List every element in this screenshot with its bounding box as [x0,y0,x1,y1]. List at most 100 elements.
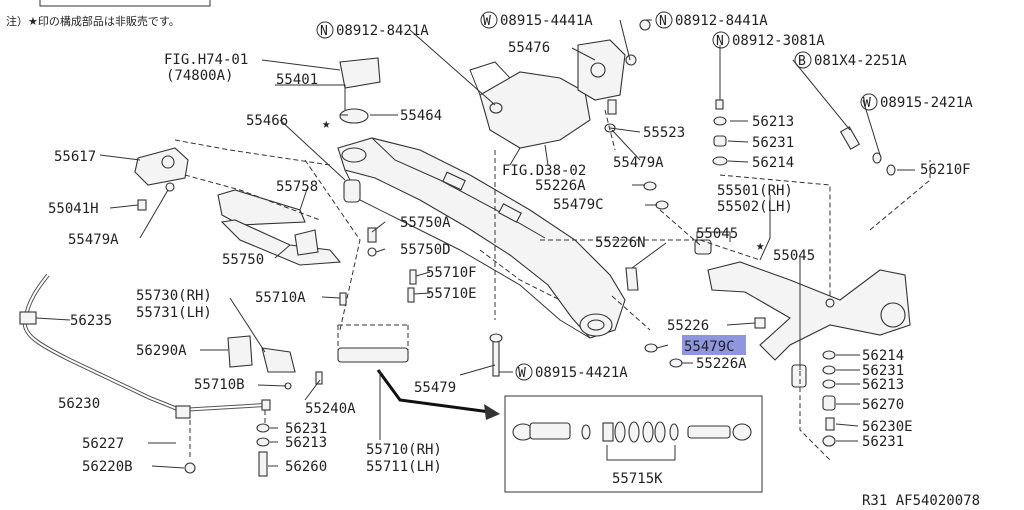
svg-text:N: N [659,14,667,29]
detail-box [504,395,763,493]
label-55479C-highlight: 55479C [684,339,735,355]
link-bracket [294,229,319,256]
label-55401: 55401 [276,72,318,88]
label-08915-4421A: 08915-4421A [535,365,628,381]
leader-lines [35,19,915,469]
label-56231-c: 56231 [285,421,327,437]
label-56213-b: 56213 [862,377,904,393]
label-55479: 55479 [414,380,456,396]
detail-arrow [376,369,491,414]
label-55479A-left: 55479A [68,232,119,248]
rod-55710 [337,347,409,363]
label-56231-d: 56231 [862,434,904,450]
label-fig-h74-sub: (74800A) [166,68,233,84]
note-text: 注）★印の構成部品は非販売です。 [6,14,180,28]
label-56214-a: 56214 [752,155,794,171]
prefix-circles: N W N N B W W [316,11,878,381]
star-55501: ★ [756,238,765,254]
label-55226: 55226 [667,318,709,334]
label-55041H: 55041H [48,201,99,217]
label-56270: 56270 [862,397,904,413]
mount-55617 [134,147,189,186]
label-fig-h74: FIG.H74-01 [164,52,248,68]
svg-text:B: B [798,54,806,69]
label-55226N: 55226N [595,235,646,251]
label-08912-8441A: 08912-8441A [675,13,768,29]
upper-arm-55501 [707,261,911,361]
label-55750D: 55750D [400,242,451,258]
bushing-55464 [339,108,369,124]
header-bracket [39,0,211,7]
label-55730: 55730(RH) [136,288,212,304]
label-55464: 55464 [400,108,442,124]
label-55523: 55523 [643,125,685,141]
label-08912-3081A: 08912-3081A [732,33,825,49]
label-55240A: 55240A [305,401,356,417]
label-55479C-top: 55479C [553,197,604,213]
detail-parts [512,421,752,461]
washer-55479A [165,182,175,192]
mount-55476 [577,39,626,101]
bolt-55226 [754,317,766,329]
label-56220B: 56220B [82,459,133,475]
clamp-56220B [184,462,196,474]
star-55401: ★ [322,116,331,132]
label-56231-b: 56231 [862,363,904,379]
bracket-55730 [261,347,296,373]
label-55711: 55711(LH) [366,459,442,475]
bushing-55045b [791,364,807,388]
label-55502: 55502(LH) [717,199,793,215]
label-55758: 55758 [276,179,318,195]
label-56235: 56235 [70,313,112,329]
bolt-55226N [625,267,639,291]
label-56213-a: 56213 [752,114,794,130]
link-55750 [220,219,342,266]
label-08912-8421A: 08912-8421A [336,23,429,39]
label-56290A: 56290A [136,343,187,359]
label-55710: 55710(RH) [366,442,442,458]
bolt-55041H [137,199,147,211]
label-56231-a: 56231 [752,135,794,151]
label-56210F: 56210F [920,162,971,178]
svg-text:W: W [518,366,526,381]
label-55479A-top: 55479A [613,155,664,171]
footer-code: R31 AF54020078 [862,493,980,509]
bushing-56235 [19,311,37,325]
label-55226A-top: 55226A [535,178,586,194]
lower-hardware [256,227,417,477]
label-55617: 55617 [54,149,96,165]
label-55710B: 55710B [194,377,245,393]
label-56214-b: 56214 [862,348,904,364]
label-55466: 55466 [246,113,288,129]
label-56230: 56230 [58,396,100,412]
label-55501: 55501(RH) [717,183,793,199]
label-08915-2421A: 08915-2421A [880,95,973,111]
label-56227: 56227 [82,436,124,452]
right-hardware [489,19,896,447]
svg-text:W: W [863,96,871,111]
label-55750: 55750 [222,252,264,268]
label-55750A: 55750A [400,215,451,231]
label-56230E: 56230E [862,419,913,435]
svg-text:N: N [716,34,724,49]
label-55710E: 55710E [426,286,477,302]
label-55045-a: 55045 [696,226,738,242]
label-fig-d38: FIG.D38-02 [502,163,586,179]
label-56260: 56260 [285,459,327,475]
label-55045-b: 55045 [773,248,815,264]
label-08915-4441A: 08915-4441A [500,13,593,29]
bracket-55401 [339,57,381,89]
label-081X4-2251A: 081X4-2251A [814,53,907,69]
link-55758 [217,189,306,226]
differential [469,61,591,166]
crossmember [337,137,626,339]
bushing-55466 [343,179,361,203]
label-56213-c: 56213 [285,435,327,451]
label-55710F: 55710F [426,265,477,281]
svg-text:W: W [483,14,491,29]
label-55226A-bottom: 55226A [696,356,747,372]
bracket-56290A [227,335,253,368]
label-55731: 55731(LH) [136,305,212,321]
